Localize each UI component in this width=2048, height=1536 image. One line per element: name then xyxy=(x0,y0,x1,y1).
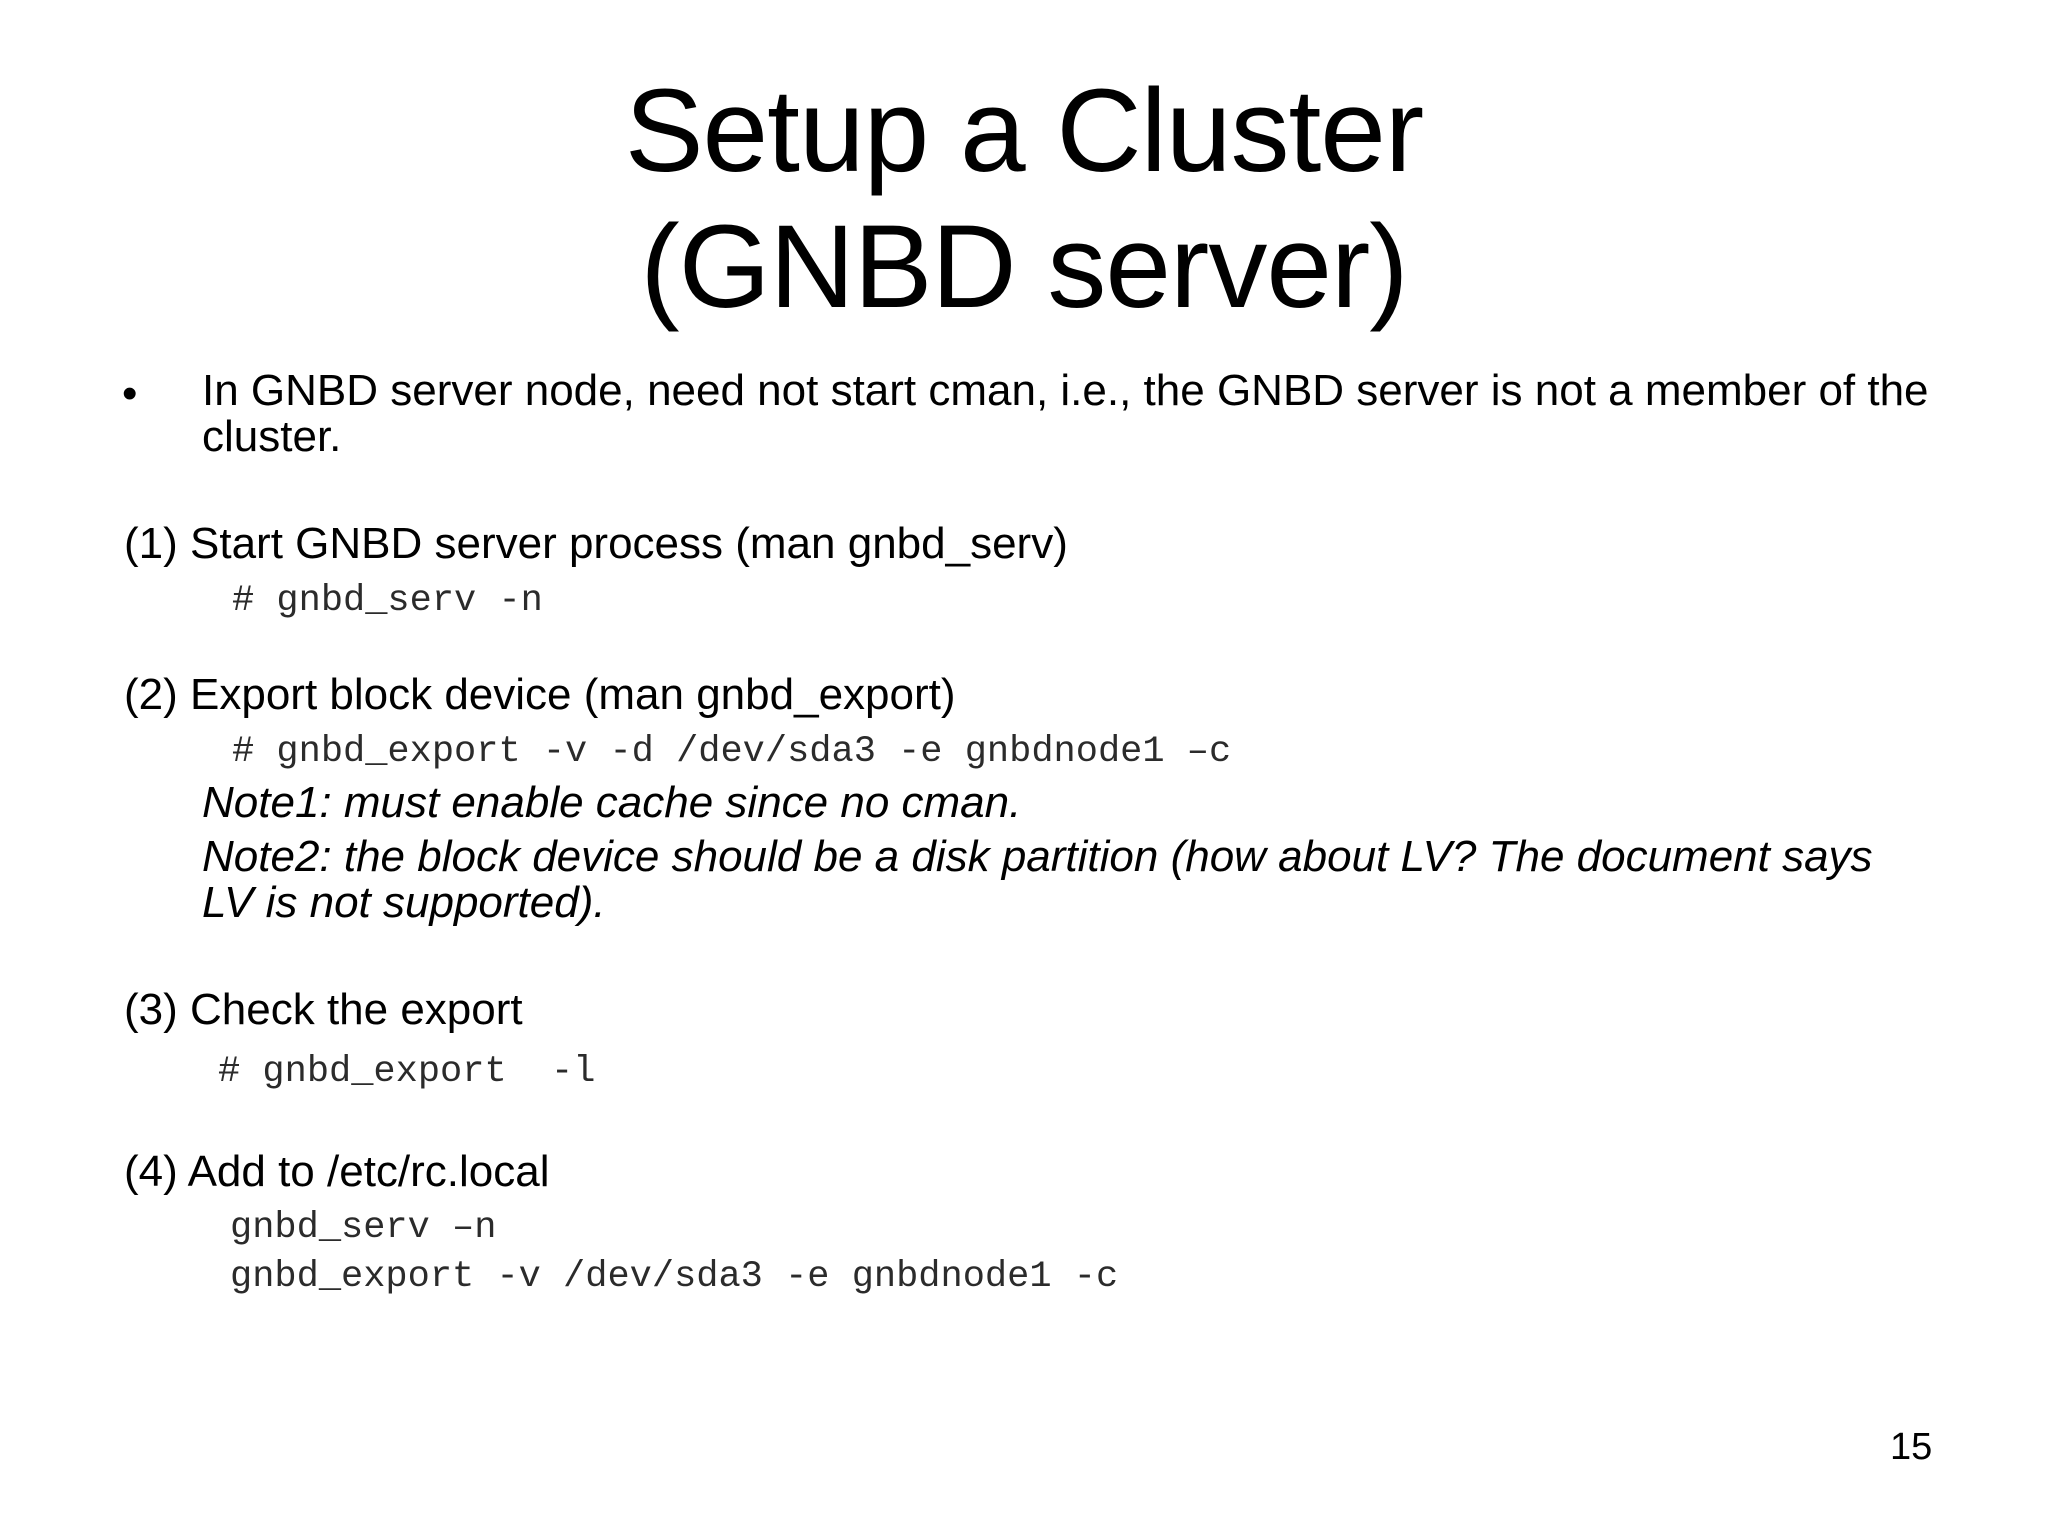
step-2-heading: (2) Export block device (man gnbd_export… xyxy=(124,670,956,719)
step-1-code-line: # gnbd_serv -n xyxy=(232,580,543,622)
bullet-text: In GNBD server node, need not start cman… xyxy=(202,366,1929,461)
slide-title-line1: Setup a Cluster xyxy=(624,65,1424,197)
page-number: 15 xyxy=(1890,1426,1933,1468)
step-4-heading: (4) Add to /etc/rc.local xyxy=(124,1147,550,1196)
bullet-marker: • xyxy=(122,369,138,418)
step-3-code-line: # gnbd_export -l xyxy=(218,1051,596,1093)
slide-title-line2: (GNBD server) xyxy=(640,201,1408,333)
step-4-code-line-2: gnbd_export -v /dev/sda3 -e gnbdnode1 -c xyxy=(230,1256,1119,1298)
step-3-heading: (3) Check the export xyxy=(124,985,523,1034)
step-1-heading: (1) Start GNBD server process (man gnbd_… xyxy=(124,519,1068,568)
step-2-note1: Note1: must enable cache since no cman. xyxy=(202,778,1022,827)
step-2-note2: Note2: the block device should be a disk… xyxy=(202,832,1873,927)
step-4-code-line-1: gnbd_serv –n xyxy=(230,1207,497,1249)
step-2-code-line: # gnbd_export -v -d /dev/sda3 -e gnbdnod… xyxy=(232,731,1232,773)
